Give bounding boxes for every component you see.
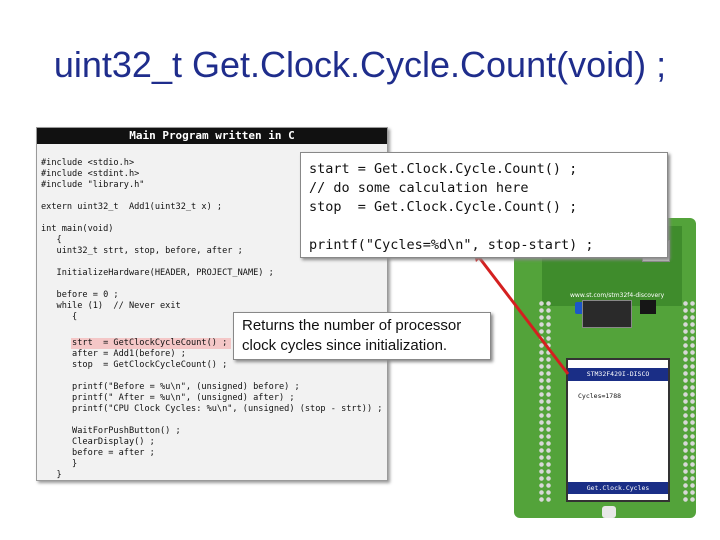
callout-code-line: stop = Get.Clock.Cycle.Count() ; — [309, 199, 578, 215]
code-line: { — [41, 312, 78, 322]
lcd-header: STM32F429I-DISCO — [568, 368, 668, 381]
callout-code-line: // do some calculation here — [309, 180, 529, 196]
code-line: ClearDisplay() ; — [41, 437, 155, 447]
code-panel-header: Main Program written in C — [37, 128, 387, 144]
code-line: WaitForPushButton() ; — [41, 426, 181, 436]
microcontroller-chip — [582, 300, 632, 328]
code-line: InitializeHardware(HEADER, PROJECT_NAME)… — [41, 268, 274, 278]
code-line: #include "library.h" — [41, 180, 145, 190]
code-line: } — [41, 459, 78, 469]
code-line: printf("CPU Clock Cycles: %u\n", (unsign… — [41, 404, 383, 414]
lcd-screen: STM32F429I-DISCO Cycles=1788 Get.Clock.C… — [566, 358, 670, 502]
lcd-footer: Get.Clock.Cycles — [568, 482, 668, 494]
description-line: clock cycles since initialization. — [242, 337, 448, 354]
code-line: stop = GetClockCycleCount() ; — [41, 360, 228, 370]
code-callout: start = Get.Clock.Cycle.Count() ; // do … — [300, 152, 668, 258]
board-url-label: www.st.com/stm32f4-discovery — [570, 292, 665, 299]
reset-button — [640, 300, 656, 314]
description-line: Returns the number of processor — [242, 317, 462, 334]
callout-code-line: printf("Cycles=%d\n", stop-start) ; — [309, 237, 594, 253]
highlighted-line — [71, 338, 231, 349]
code-line: } — [41, 470, 62, 480]
code-line: #include <stdio.h> — [41, 158, 135, 168]
slide-title: uint32_t Get.Clock.Cycle.Count(void) ; — [53, 44, 667, 85]
code-line: after = Add1(before) ; — [41, 349, 186, 359]
code-line: uint32_t strt, stop, before, after ; — [41, 246, 243, 256]
code-line: strt = GetClockCycleCount() ; — [41, 338, 228, 348]
code-line: { — [41, 235, 62, 245]
pin-header-left — [538, 300, 552, 504]
code-line: before = 0 ; — [41, 290, 119, 300]
code-line: before = after ; — [41, 448, 155, 458]
description-callout: Returns the number of processor clock cy… — [233, 312, 491, 360]
code-panel-body: #include <stdio.h> #include <stdint.h> #… — [37, 144, 387, 480]
pin-header-right — [682, 300, 696, 504]
code-line: extern uint32_t Add1(uint32_t x) ; — [41, 202, 223, 212]
code-line: while (1) // Never exit — [41, 301, 181, 311]
code-line: int main(void) — [41, 224, 114, 234]
board-mount-hole — [602, 506, 616, 518]
code-line: printf(" After = %u\n", (unsigned) after… — [41, 393, 295, 403]
lcd-cycles-readout: Cycles=1788 — [578, 392, 622, 400]
callout-code-line: start = Get.Clock.Cycle.Count() ; — [309, 161, 578, 177]
code-line: printf("Before = %u\n", (unsigned) befor… — [41, 382, 300, 392]
code-line: #include <stdint.h> — [41, 169, 140, 179]
